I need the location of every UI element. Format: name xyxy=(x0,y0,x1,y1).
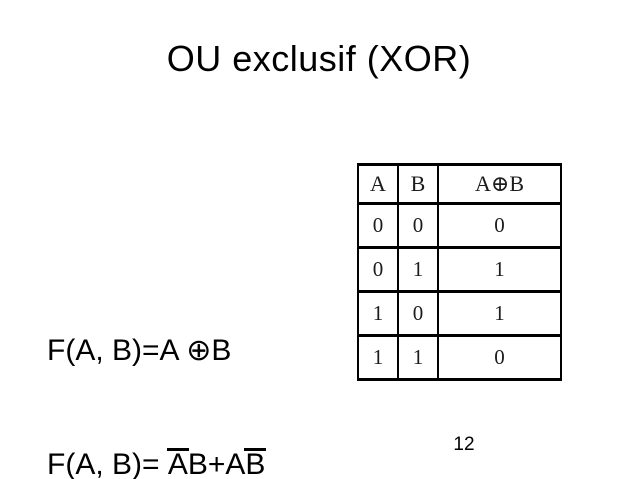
truth-table-cell: 0 xyxy=(437,334,562,381)
formula-line-1: F(A, B)=A ⊕B xyxy=(47,334,232,367)
truth-table-cell: 1 xyxy=(437,246,562,293)
formula-block: F(A, B)=A ⊕B F(A, B)= AB+AB xyxy=(47,256,267,479)
truth-table-row: 0 0 0 xyxy=(357,202,562,249)
truth-table-header-row: A B A⊕B xyxy=(357,163,562,205)
slide-title: OU exclusif (XOR) xyxy=(166,38,472,79)
truth-table-cell: 1 xyxy=(397,334,439,381)
formula-line-2: F(A, B)= AB+AB xyxy=(47,446,267,479)
truth-table-row: 1 0 1 xyxy=(357,290,562,337)
truth-table-header-a: A xyxy=(357,163,399,205)
truth-table-cell: 1 xyxy=(357,290,399,337)
truth-table-cell: 0 xyxy=(437,202,562,249)
page-number: 12 xyxy=(453,434,475,455)
truth-table: A B A⊕B 0 0 0 0 1 1 1 0 1 1 1 xyxy=(357,163,562,381)
truth-table-row: 1 1 0 xyxy=(357,334,562,381)
truth-table-header-b: B xyxy=(397,163,439,205)
truth-table-header-xor: A⊕B xyxy=(437,163,562,205)
truth-table-body: 0 0 0 0 1 1 1 0 1 1 1 0 xyxy=(357,202,562,381)
formula-line-2-prefix: F(A, B)= xyxy=(47,448,168,479)
truth-table-head: A B A⊕B xyxy=(357,163,562,205)
truth-table-cell: 1 xyxy=(397,246,439,293)
formula-overline-b: B xyxy=(244,446,267,479)
formula-overline-a: A xyxy=(166,446,189,479)
truth-table-cell: 0 xyxy=(357,246,399,293)
truth-table-cell: 0 xyxy=(357,202,399,249)
truth-table-cell: 0 xyxy=(397,202,439,249)
formula-line-2-middle: B+A xyxy=(187,448,246,479)
truth-table-cell: 0 xyxy=(397,290,439,337)
truth-table-cell: 1 xyxy=(357,334,399,381)
truth-table-row: 0 1 1 xyxy=(357,246,562,293)
truth-table-cell: 1 xyxy=(437,290,562,337)
